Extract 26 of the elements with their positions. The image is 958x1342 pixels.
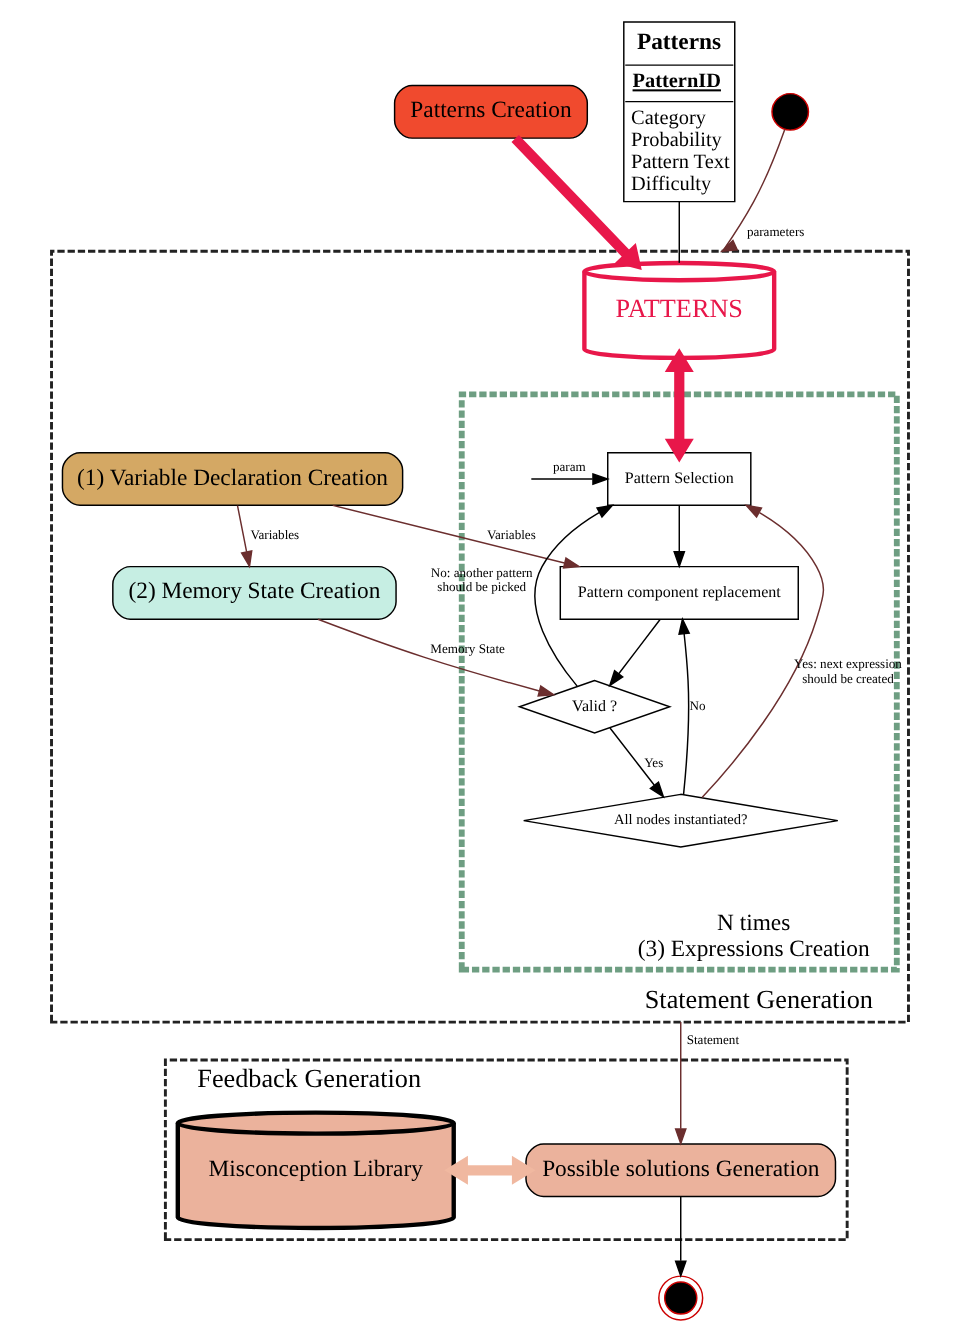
arrow [673,1196,686,1279]
arrow [672,504,685,569]
arrow [316,618,555,697]
arrow [677,617,690,796]
arrow [673,1021,686,1146]
node-box: Possible solutions Generation [524,1143,836,1198]
node-box: Patterns Creation [392,84,588,139]
node-circle [657,1275,703,1321]
arrow [235,504,252,569]
arrow [718,128,785,253]
arrow [608,727,664,799]
arrow [533,504,614,687]
node-box: Pattern Selection [606,452,751,507]
arrow [700,504,824,799]
node-diamond: Valid ? [516,679,671,734]
arrow [510,134,641,270]
node-circle [770,92,809,131]
node-box: (2) Memory State Creation [111,565,396,620]
node-box: Pattern component replacement [558,565,798,620]
node-box: (1) Variable Declaration Creation [60,452,403,507]
arrow [607,618,660,688]
arrow [663,348,693,463]
arrow [529,472,609,486]
connector [677,201,679,264]
arrow [443,1155,535,1185]
arrow [331,504,581,569]
